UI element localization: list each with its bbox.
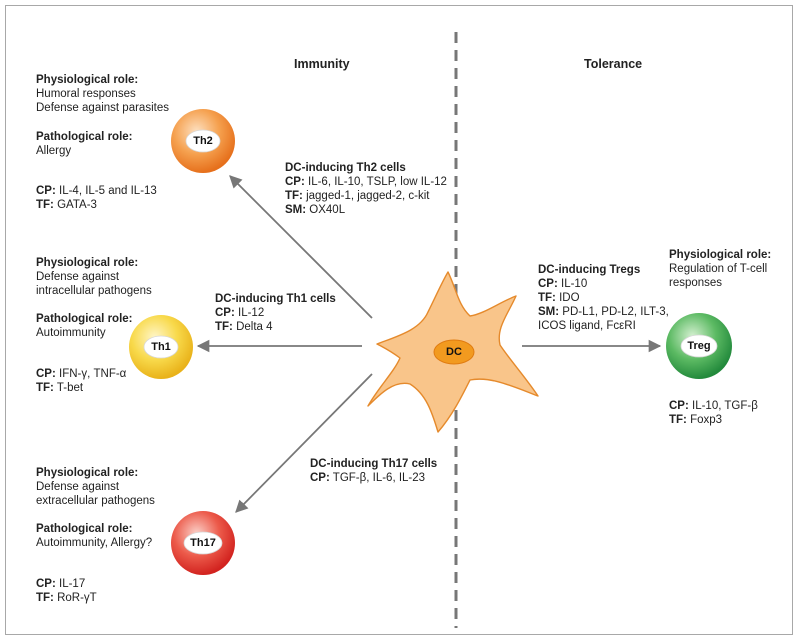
th2-cell — [171, 109, 235, 173]
dc-treg-block: DC-inducing Tregs CP: IL-10 TF: IDO SM: … — [538, 263, 669, 333]
treg-cp-val: IL-10, TGF-β — [688, 400, 758, 412]
th1-cp-key: CP: — [36, 368, 56, 380]
dc-treg-tf-key: TF: — [538, 292, 556, 304]
th1-physio-title: Physiological role: — [36, 257, 139, 269]
th17-tf-val: RoR-γT — [53, 592, 97, 604]
th2-patho-title: Pathological role: — [36, 131, 133, 143]
th17-label: Th17 — [190, 537, 216, 549]
th17-markers: CP: IL-17 TF: RoR-γT — [36, 577, 97, 605]
th17-patho-1: Autoimmunity, Allergy? — [36, 537, 153, 549]
treg-physio-title: Physiological role: — [669, 249, 772, 261]
treg-markers: CP: IL-10, TGF-β TF: Foxp3 — [669, 399, 758, 427]
th2-patho-1: Allergy — [36, 145, 72, 157]
th17-tf-key: TF: — [36, 592, 54, 604]
th1-patho-1: Autoimmunity — [36, 327, 106, 339]
th2-label: Th2 — [193, 135, 213, 147]
th1-physio-1: Defense against — [36, 271, 120, 283]
dc-treg-title: DC-inducing Tregs — [538, 264, 641, 276]
th2-info: Physiological role: Humoral responses De… — [36, 73, 169, 115]
th17-physio-1: Defense against — [36, 481, 120, 493]
th2-patho: Pathological role: Allergy — [36, 130, 133, 158]
arrow-to-th17 — [235, 373, 373, 513]
th17-physio-title: Physiological role: — [36, 467, 139, 479]
th2-markers: CP: IL-4, IL-5 and IL-13 TF: GATA-3 — [36, 184, 157, 212]
th1-cell — [129, 315, 193, 379]
th2-physio-1: Humoral responses — [36, 88, 136, 100]
th1-tf-key: TF: — [36, 382, 54, 394]
dc-th2-cp-key: CP: — [285, 176, 305, 188]
dc-th1-title: DC-inducing Th1 cells — [215, 293, 336, 305]
arrow-to-th2 — [229, 175, 373, 319]
th1-patho-title: Pathological role: — [36, 313, 133, 325]
th17-physio-2: extracellular pathogens — [36, 495, 155, 507]
dc-treg-sm-val: PD-L1, PD-L2, ILT-3, — [559, 306, 669, 318]
th1-markers: CP: IFN-γ, TNF-α TF: T-bet — [36, 367, 126, 395]
dc-th2-tf-val: jagged-1, jagged-2, c-kit — [302, 190, 430, 202]
th2-cp-key: CP: — [36, 185, 56, 197]
treg-info: Physiological role: Regulation of T-cell… — [669, 248, 771, 290]
dc-treg-cp-key: CP: — [538, 278, 558, 290]
treg-label: Treg — [687, 340, 711, 352]
dc-th1-block: DC-inducing Th1 cells CP: IL-12 TF: Delt… — [215, 292, 336, 334]
th17-patho-title: Pathological role: — [36, 523, 133, 535]
dc-th17-cp-key: CP: — [310, 472, 330, 484]
treg-cell — [666, 313, 732, 379]
dc-treg-cp-val: IL-10 — [557, 278, 588, 290]
figure-frame — [5, 5, 793, 635]
tolerance-header: Tolerance — [584, 57, 643, 71]
th2-cp-val: IL-4, IL-5 and IL-13 — [55, 185, 157, 197]
th2-physio-2: Defense against parasites — [36, 102, 169, 114]
th2-physio-title: Physiological role: — [36, 74, 139, 86]
th2-tf-key: TF: — [36, 199, 54, 211]
immunity-header: Immunity — [294, 57, 350, 71]
dc-treg-tf-val: IDO — [555, 292, 580, 304]
dc-th2-title: DC-inducing Th2 cells — [285, 162, 406, 174]
treg-physio-1: Regulation of T-cell — [669, 263, 768, 275]
dc-th17-cp-val: TGF-β, IL-6, IL-23 — [329, 472, 426, 484]
th2-tf-val: GATA-3 — [53, 199, 97, 211]
treg-tf-val: Foxp3 — [686, 414, 723, 426]
dc-th2-sm-val: OX40L — [306, 204, 346, 216]
dc-label: DC — [446, 346, 462, 358]
th1-info: Physiological role: Defense against intr… — [36, 256, 152, 298]
dc-th2-tf-key: TF: — [285, 190, 303, 202]
dc-th17-title: DC-inducing Th17 cells — [310, 458, 438, 470]
dc-th1-tf-key: TF: — [215, 321, 233, 333]
th1-cp-val: IFN-γ, TNF-α — [55, 368, 127, 380]
th17-patho: Pathological role: Autoimmunity, Allergy… — [36, 522, 152, 550]
dc-treg-sm-cont: ICOS ligand, FcεRI — [538, 320, 636, 332]
dc-th1-cp-val: IL-12 — [234, 307, 265, 319]
dc-th17-block: DC-inducing Th17 cells CP: TGF-β, IL-6, … — [310, 457, 437, 485]
dc-cell — [367, 271, 539, 433]
dc-treg-sm-key: SM: — [538, 306, 560, 318]
treg-cp-key: CP: — [669, 400, 689, 412]
th1-patho: Pathological role: Autoimmunity — [36, 312, 133, 340]
th1-label: Th1 — [151, 341, 171, 353]
dc-th2-sm-key: SM: — [285, 204, 307, 216]
th17-cp-val: IL-17 — [55, 578, 86, 590]
th1-tf-val: T-bet — [53, 382, 84, 394]
th1-physio-2: intracellular pathogens — [36, 285, 152, 297]
dc-th1-cp-key: CP: — [215, 307, 235, 319]
dc-th1-tf-val: Delta 4 — [232, 321, 273, 333]
th17-info: Physiological role: Defense against extr… — [36, 466, 155, 508]
dc-th2-cp-val: IL-6, IL-10, TSLP, low IL-12 — [304, 176, 447, 188]
dc-th2-block: DC-inducing Th2 cells CP: IL-6, IL-10, T… — [285, 161, 447, 217]
treg-tf-key: TF: — [669, 414, 687, 426]
th17-cell — [171, 511, 235, 575]
treg-physio-2: responses — [669, 277, 723, 289]
th17-cp-key: CP: — [36, 578, 56, 590]
